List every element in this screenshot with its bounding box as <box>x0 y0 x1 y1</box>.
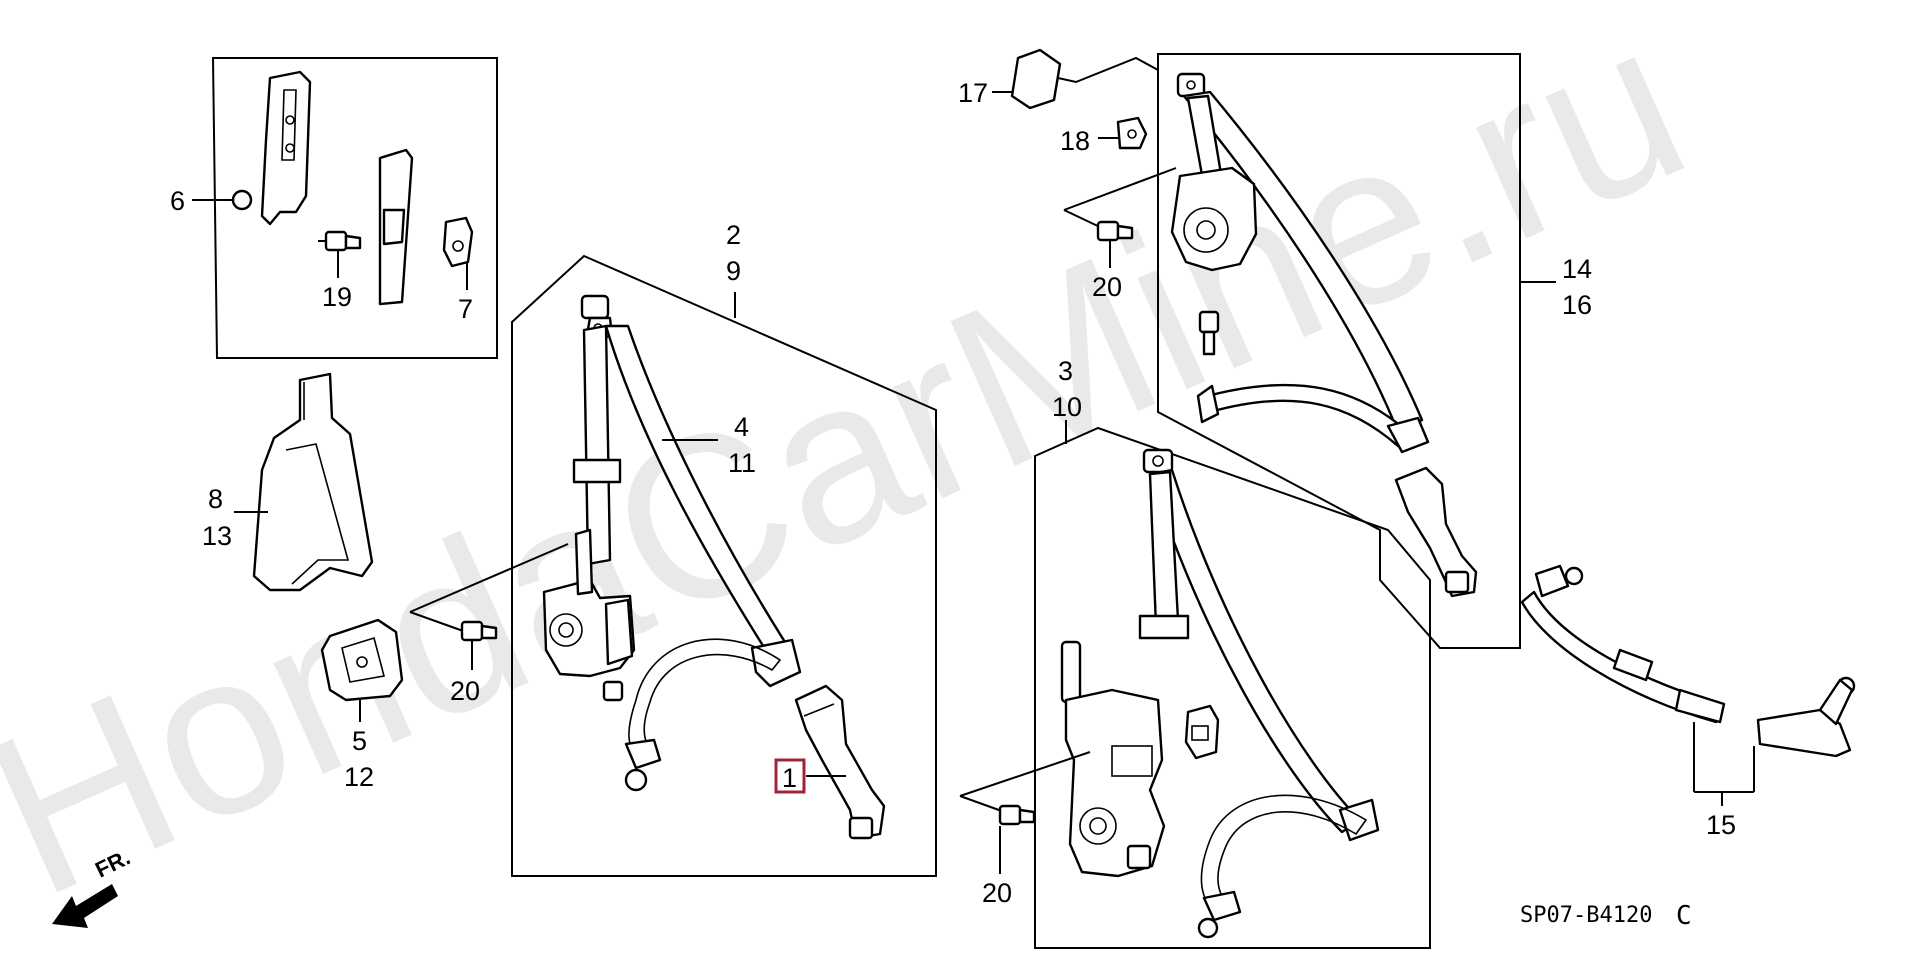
front-height-adjuster[interactable] <box>582 324 612 566</box>
rear-outer-clip[interactable] <box>1184 704 1220 760</box>
front-lap-anchor[interactable] <box>624 738 662 792</box>
diagram-code-suffix: C <box>1676 901 1692 931</box>
front-arrow-icon <box>52 884 118 928</box>
label-12: 12 <box>344 762 374 792</box>
label-20b: 20 <box>1092 272 1122 302</box>
label-2: 2 <box>726 220 741 250</box>
clip-18[interactable] <box>1116 116 1148 150</box>
center-lap-belt-group: 15 <box>1520 564 1856 840</box>
front-belt-group: 2 9 <box>409 220 937 877</box>
pillar-trim-group: 8 13 <box>202 372 374 592</box>
grommet-group: 5 12 <box>320 618 404 792</box>
rear-anchor-bolt[interactable] <box>1198 310 1220 356</box>
center-belt-tongue[interactable] <box>1756 676 1856 758</box>
label-20c: 20 <box>982 878 1012 908</box>
front-retractor[interactable] <box>542 528 636 702</box>
label-16: 16 <box>1562 290 1592 320</box>
grommet[interactable] <box>320 618 404 702</box>
label-15: 15 <box>1706 810 1736 840</box>
label-11: 11 <box>728 448 756 478</box>
clip-7[interactable] <box>442 216 474 268</box>
center-belt-anchor-left[interactable] <box>1534 564 1584 598</box>
rear-outer-shoulder-belt[interactable] <box>1148 468 1362 834</box>
bolt-19[interactable] <box>318 230 362 252</box>
label-13: 13 <box>202 521 232 551</box>
label-6: 6 <box>170 186 185 216</box>
cap-17[interactable] <box>1010 48 1062 110</box>
bolt-20a[interactable] <box>460 620 498 642</box>
label-5: 5 <box>352 726 367 756</box>
label-18: 18 <box>1060 126 1090 156</box>
label-1: 1 <box>782 763 797 793</box>
nut-6[interactable] <box>231 189 253 211</box>
rear-outer-lap-anchor[interactable] <box>1197 890 1242 939</box>
label-17: 17 <box>958 78 988 108</box>
label-19: 19 <box>322 282 352 312</box>
label-14: 14 <box>1562 254 1592 284</box>
label-7: 7 <box>458 294 473 324</box>
rear-belt-group: 14 16 17 18 <box>958 48 1592 649</box>
label-4: 4 <box>734 412 749 442</box>
rear-outer-upper-anchor[interactable] <box>1142 448 1174 474</box>
rear-buckle[interactable] <box>1394 466 1478 598</box>
label-9: 9 <box>726 256 741 286</box>
label-1-highlight <box>774 758 806 794</box>
bolt-20c[interactable] <box>998 804 1036 826</box>
rear-retractor[interactable] <box>1170 166 1258 272</box>
label-3: 3 <box>1058 356 1073 386</box>
label-20a: 20 <box>450 676 480 706</box>
pillar-trim[interactable] <box>252 372 374 592</box>
rear-outer-belt-group: 3 10 <box>959 356 1431 949</box>
label-10: 10 <box>1052 392 1082 422</box>
rear-outer-retractor[interactable] <box>1060 640 1166 878</box>
bolt-20b[interactable] <box>1096 220 1134 242</box>
label-8: 8 <box>208 484 223 514</box>
front-buckle[interactable] <box>794 684 886 840</box>
pillar-adjuster-group: 6 19 7 <box>170 57 498 359</box>
diagram-code: SP07-B4120 <box>1520 903 1652 928</box>
